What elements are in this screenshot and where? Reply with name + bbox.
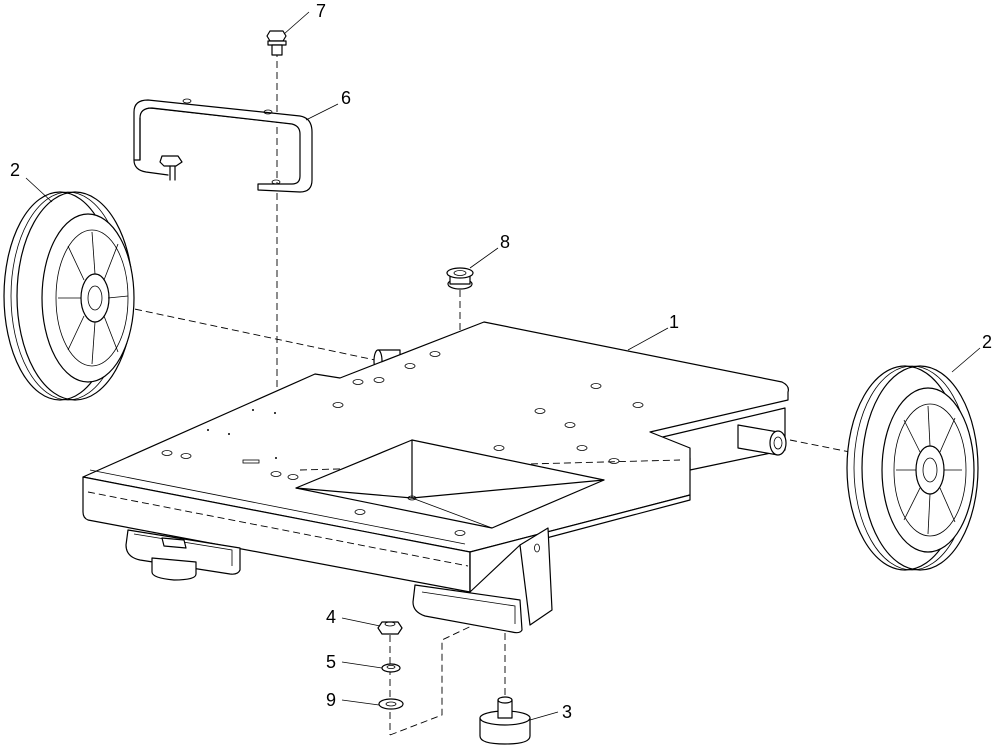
callout-8: 8 — [500, 232, 510, 252]
callout-2-left: 2 — [10, 160, 20, 180]
callout-6: 6 — [341, 88, 351, 108]
nut-part-4 — [377, 621, 403, 635]
chassis-base-part-1 — [82, 321, 789, 634]
bracket-part-6 — [133, 98, 313, 193]
lock-washer-part-5 — [381, 663, 401, 673]
callout-labels: 7 6 2 8 1 2 4 5 9 3 — [10, 1, 992, 722]
foot-part-3 — [479, 696, 531, 745]
callout-9: 9 — [326, 690, 336, 710]
flat-washer-part-9 — [378, 698, 404, 710]
callout-1: 1 — [669, 312, 679, 332]
wheel-left-part-2 — [3, 191, 135, 401]
callout-4: 4 — [326, 607, 336, 627]
wheel-right-part-2 — [846, 365, 979, 571]
callout-2-right: 2 — [982, 332, 992, 352]
callout-5: 5 — [326, 652, 336, 672]
callout-3: 3 — [562, 702, 572, 722]
grommet-part-8 — [446, 267, 474, 290]
leader-lines — [25, 11, 981, 721]
bolt-part-7 — [266, 30, 287, 56]
callout-7: 7 — [316, 1, 326, 21]
